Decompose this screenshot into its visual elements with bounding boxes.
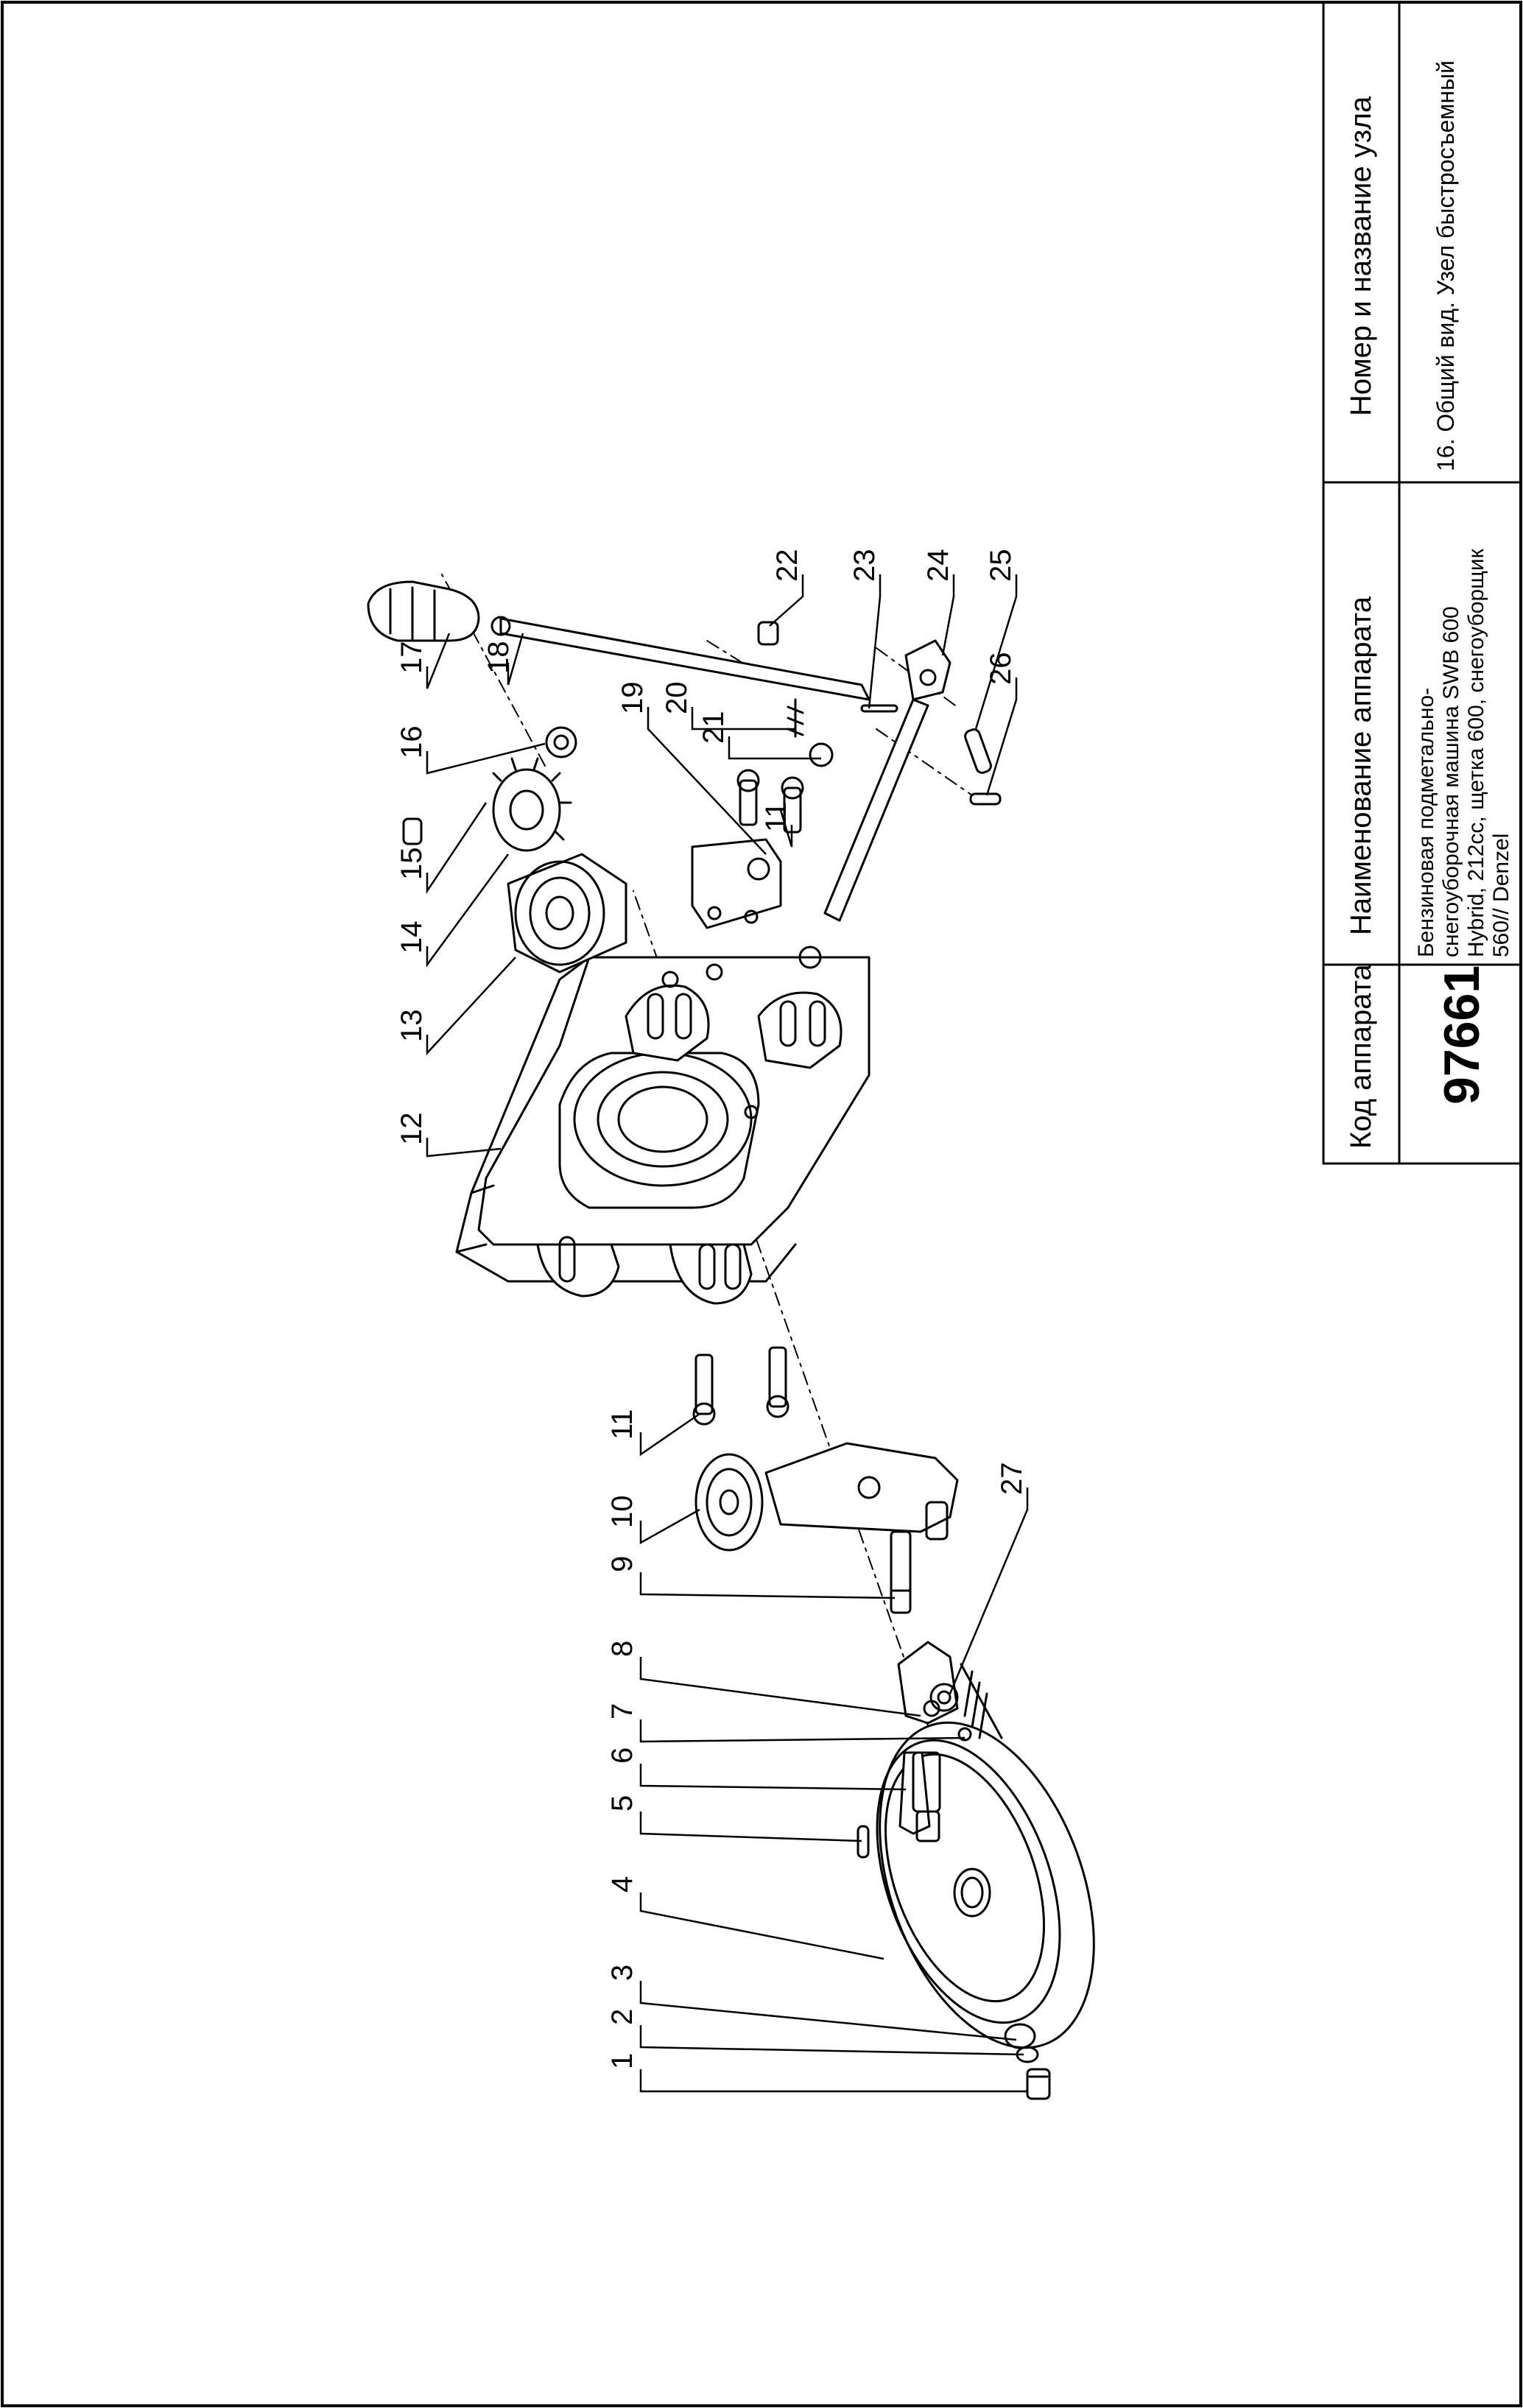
pulley <box>876 1721 1095 2049</box>
nut-21 <box>809 742 834 767</box>
lever-24 <box>904 639 952 701</box>
bolt-9 <box>890 1530 912 1614</box>
bolt-1 <box>1026 2068 1051 2100</box>
callout-leaders <box>426 574 1029 2093</box>
callout-4: 4 <box>606 1876 639 1893</box>
callout-7: 7 <box>606 1703 639 1719</box>
bearing-housing-13 <box>507 853 627 974</box>
callout-3: 3 <box>606 1965 639 1981</box>
callout-12: 12 <box>395 1113 428 1146</box>
header-apparatus-code: Код аппарата <box>1345 964 1377 1149</box>
callout-16: 16 <box>395 726 428 759</box>
callout-numbers: 1 2 3 4 5 6 7 8 9 10 11 12 13 14 15 16 1… <box>395 549 1028 2070</box>
callout-19: 19 <box>616 682 649 715</box>
callout-2: 2 <box>606 2009 639 2025</box>
bolt-22 <box>757 621 779 646</box>
callout-9: 9 <box>606 1556 639 1572</box>
callout-11-lower: 11 <box>606 1409 639 1440</box>
callout-22: 22 <box>771 549 803 582</box>
title-block <box>1322 1 1522 1165</box>
gear-14 <box>492 757 572 852</box>
apparatus-name-value: Бензиновая подметально-снегоуборочная ма… <box>1414 549 1513 957</box>
callout-23: 23 <box>848 549 881 582</box>
callout-14: 14 <box>395 921 428 954</box>
plate-ears <box>536 984 843 1305</box>
nut-27 <box>929 1683 959 1712</box>
callout-20: 20 <box>661 682 693 715</box>
callout-11-upper: 11 <box>760 801 792 832</box>
handle-17 <box>367 580 480 642</box>
spring-20 <box>787 698 804 738</box>
callout-5: 5 <box>606 1795 639 1812</box>
callout-21: 21 <box>697 711 730 744</box>
callout-26: 26 <box>985 652 1017 686</box>
callout-13: 13 <box>395 1010 428 1043</box>
pin-23 <box>860 704 898 713</box>
callout-1: 1 <box>606 2053 639 2069</box>
node-number-value: 16. Общий вид. Узел быстросъемный <box>1432 60 1459 471</box>
callout-8: 8 <box>606 1641 639 1657</box>
callout-27: 27 <box>996 1462 1028 1496</box>
assembly-drawing <box>367 574 1095 2100</box>
link-rod <box>823 698 929 922</box>
pin-26 <box>969 792 1002 806</box>
pin-15 <box>402 817 423 845</box>
header-node-number: Номер и название узла <box>1345 96 1377 416</box>
tension-arm <box>764 1442 959 1541</box>
callout-24: 24 <box>922 549 954 582</box>
shaft-6 <box>898 1751 941 1842</box>
apparatus-code-value: 97661 <box>1434 965 1490 1105</box>
callout-18: 18 <box>482 641 515 675</box>
bracket-19 <box>691 838 782 929</box>
washer-3 <box>1004 2023 1036 2049</box>
spring-7 <box>957 1663 1003 1742</box>
callout-17: 17 <box>395 641 428 675</box>
pin-25 <box>964 728 992 774</box>
bolts-11-lower <box>692 1346 789 1426</box>
header-apparatus-name: Наименование аппарата <box>1345 596 1377 935</box>
callout-10: 10 <box>606 1496 639 1529</box>
callout-25: 25 <box>985 549 1017 582</box>
callout-15: 15 <box>395 848 428 881</box>
callout-6: 6 <box>606 1747 639 1764</box>
idler-roller <box>694 1453 764 1552</box>
nut-16 <box>545 726 577 758</box>
main-plate <box>455 946 870 1305</box>
